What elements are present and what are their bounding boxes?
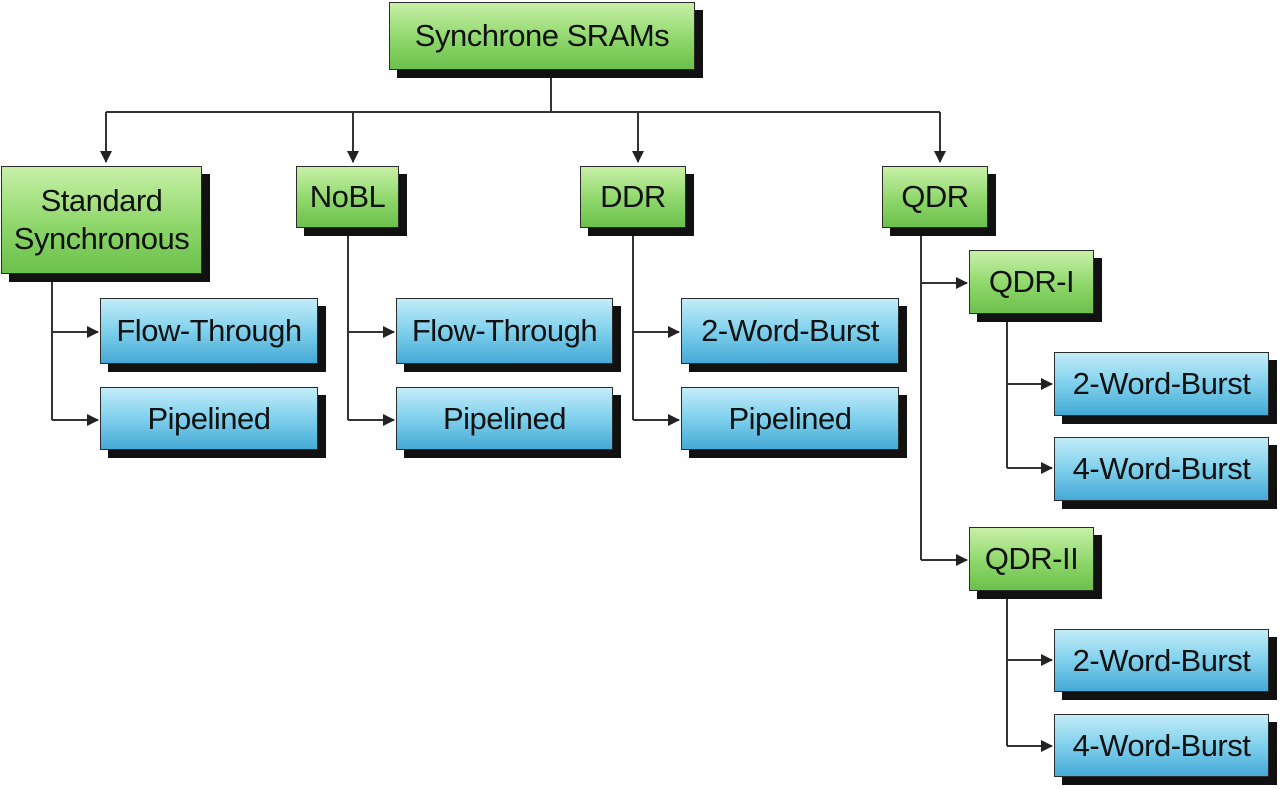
leaf-ddr-2-word-burst: 2-Word-Burst — [681, 298, 899, 364]
leaf-label: Pipelined — [442, 400, 567, 436]
category-nobl: NoBL — [296, 166, 399, 228]
leaf-ddr-pipelined: Pipelined — [681, 387, 899, 450]
leaf-label: Flow-Through — [411, 313, 598, 348]
category-standard-line1: Standard — [40, 183, 163, 218]
category-qdr-ii-label: QDR-II — [984, 541, 1079, 576]
leaf-nobl-flow-through: Flow-Through — [396, 298, 613, 364]
leaf-label: Pipelined — [728, 400, 852, 436]
category-qdr-ii: QDR-II — [969, 527, 1094, 591]
leaf-label: 4-Word-Burst — [1072, 727, 1251, 763]
category-ddr: DDR — [580, 166, 686, 228]
category-qdr-i: QDR-I — [969, 250, 1094, 314]
leaf-label: 2-Word-Burst — [1072, 642, 1251, 678]
leaf-label: 2-Word-Burst — [1072, 366, 1251, 401]
leaf-qdr-ii-2-word-burst: 2-Word-Burst — [1054, 629, 1269, 692]
root-node: Synchrone SRAMs — [389, 2, 695, 70]
leaf-standard-flow-through: Flow-Through — [100, 298, 318, 364]
category-qdr-i-label: QDR-I — [988, 264, 1075, 299]
category-ddr-label: DDR — [600, 179, 666, 214]
leaf-label: 4-Word-Burst — [1072, 451, 1251, 486]
leaf-label: Flow-Through — [116, 313, 302, 348]
category-standard-line2: Synchronous — [13, 221, 190, 256]
leaf-standard-pipelined: Pipelined — [100, 387, 318, 450]
category-qdr-label: QDR — [901, 179, 969, 214]
category-standard-synchronous: Standard Synchronous — [1, 166, 202, 274]
leaf-qdr-i-2-word-burst: 2-Word-Burst — [1054, 352, 1269, 416]
leaf-label: Pipelined — [147, 400, 271, 436]
leaf-qdr-ii-4-word-burst: 4-Word-Burst — [1054, 714, 1269, 777]
category-nobl-label: NoBL — [309, 179, 386, 214]
leaf-label: 2-Word-Burst — [701, 313, 879, 348]
leaf-nobl-pipelined: Pipelined — [396, 387, 613, 450]
category-qdr: QDR — [882, 166, 988, 228]
leaf-qdr-i-4-word-burst: 4-Word-Burst — [1054, 437, 1269, 501]
root-label: Synchrone SRAMs — [414, 18, 670, 53]
